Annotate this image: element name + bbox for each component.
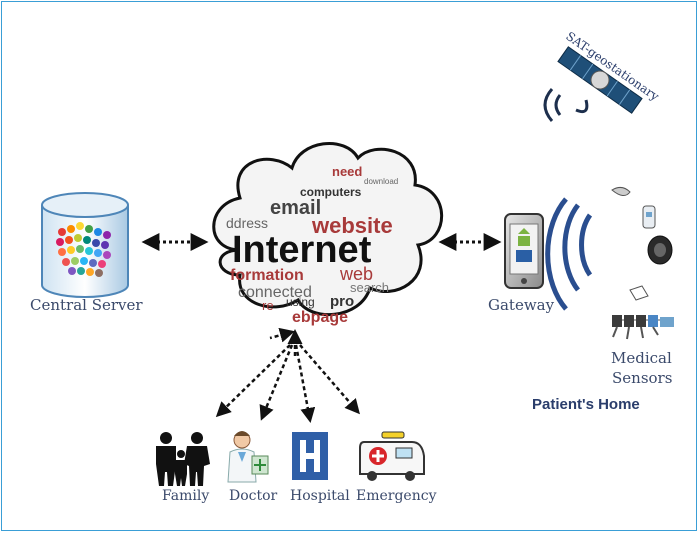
notification-arrows	[269, 327, 295, 343]
cloud-word-search: search	[350, 280, 389, 295]
cloud-word-email: email	[270, 197, 321, 219]
internet-cloud: need download computers email ddress web…	[212, 142, 444, 326]
doctor-icon	[227, 431, 269, 483]
cloud-word-pro: pro	[330, 293, 354, 310]
family-label: Family	[162, 488, 210, 504]
arrow-to-doctor	[259, 344, 294, 421]
hospital-label: Hospital	[290, 488, 350, 504]
gateway-label: Gateway	[488, 296, 555, 314]
medical-sensors-icon	[611, 186, 674, 340]
ambulance-icon	[359, 431, 425, 481]
emergency-label: Emergency	[356, 488, 437, 504]
cloud-word-web: web	[339, 264, 373, 284]
wireless-signal-icon	[545, 197, 593, 311]
cloud-word-internet: Internet	[232, 229, 372, 271]
cloud-word-information: formation	[230, 267, 304, 284]
smartphone-icon	[504, 213, 544, 289]
cloud-word-computers: computers	[300, 185, 362, 199]
satellite-icon	[543, 46, 643, 122]
medical-sensors-label-line2: Sensors	[612, 369, 673, 387]
database-icon	[41, 192, 129, 298]
hospital-icon	[292, 432, 328, 480]
central-server-label: Central Server	[30, 296, 143, 314]
cloud-word-website: website	[311, 213, 393, 238]
arrow-to-emergency	[299, 344, 360, 415]
medical-sensors-label-line1: Medical	[611, 349, 672, 367]
doctor-label: Doctor	[229, 488, 278, 504]
cloud-word-need: need	[332, 164, 362, 179]
cloud-word-address: ddress	[226, 215, 268, 231]
family-icon	[156, 432, 210, 486]
cloud-word-webpage: ebpage	[292, 309, 348, 326]
arrow-to-hospital	[294, 344, 316, 423]
arrow-to-family	[215, 344, 291, 418]
cloud-word-using: using	[286, 295, 315, 309]
cloud-word-download: download	[364, 177, 398, 186]
cloud-word-connected: connected	[238, 284, 312, 301]
cloud-word-re: re	[262, 298, 274, 313]
patients-home-label: Patient's Home	[532, 396, 640, 413]
